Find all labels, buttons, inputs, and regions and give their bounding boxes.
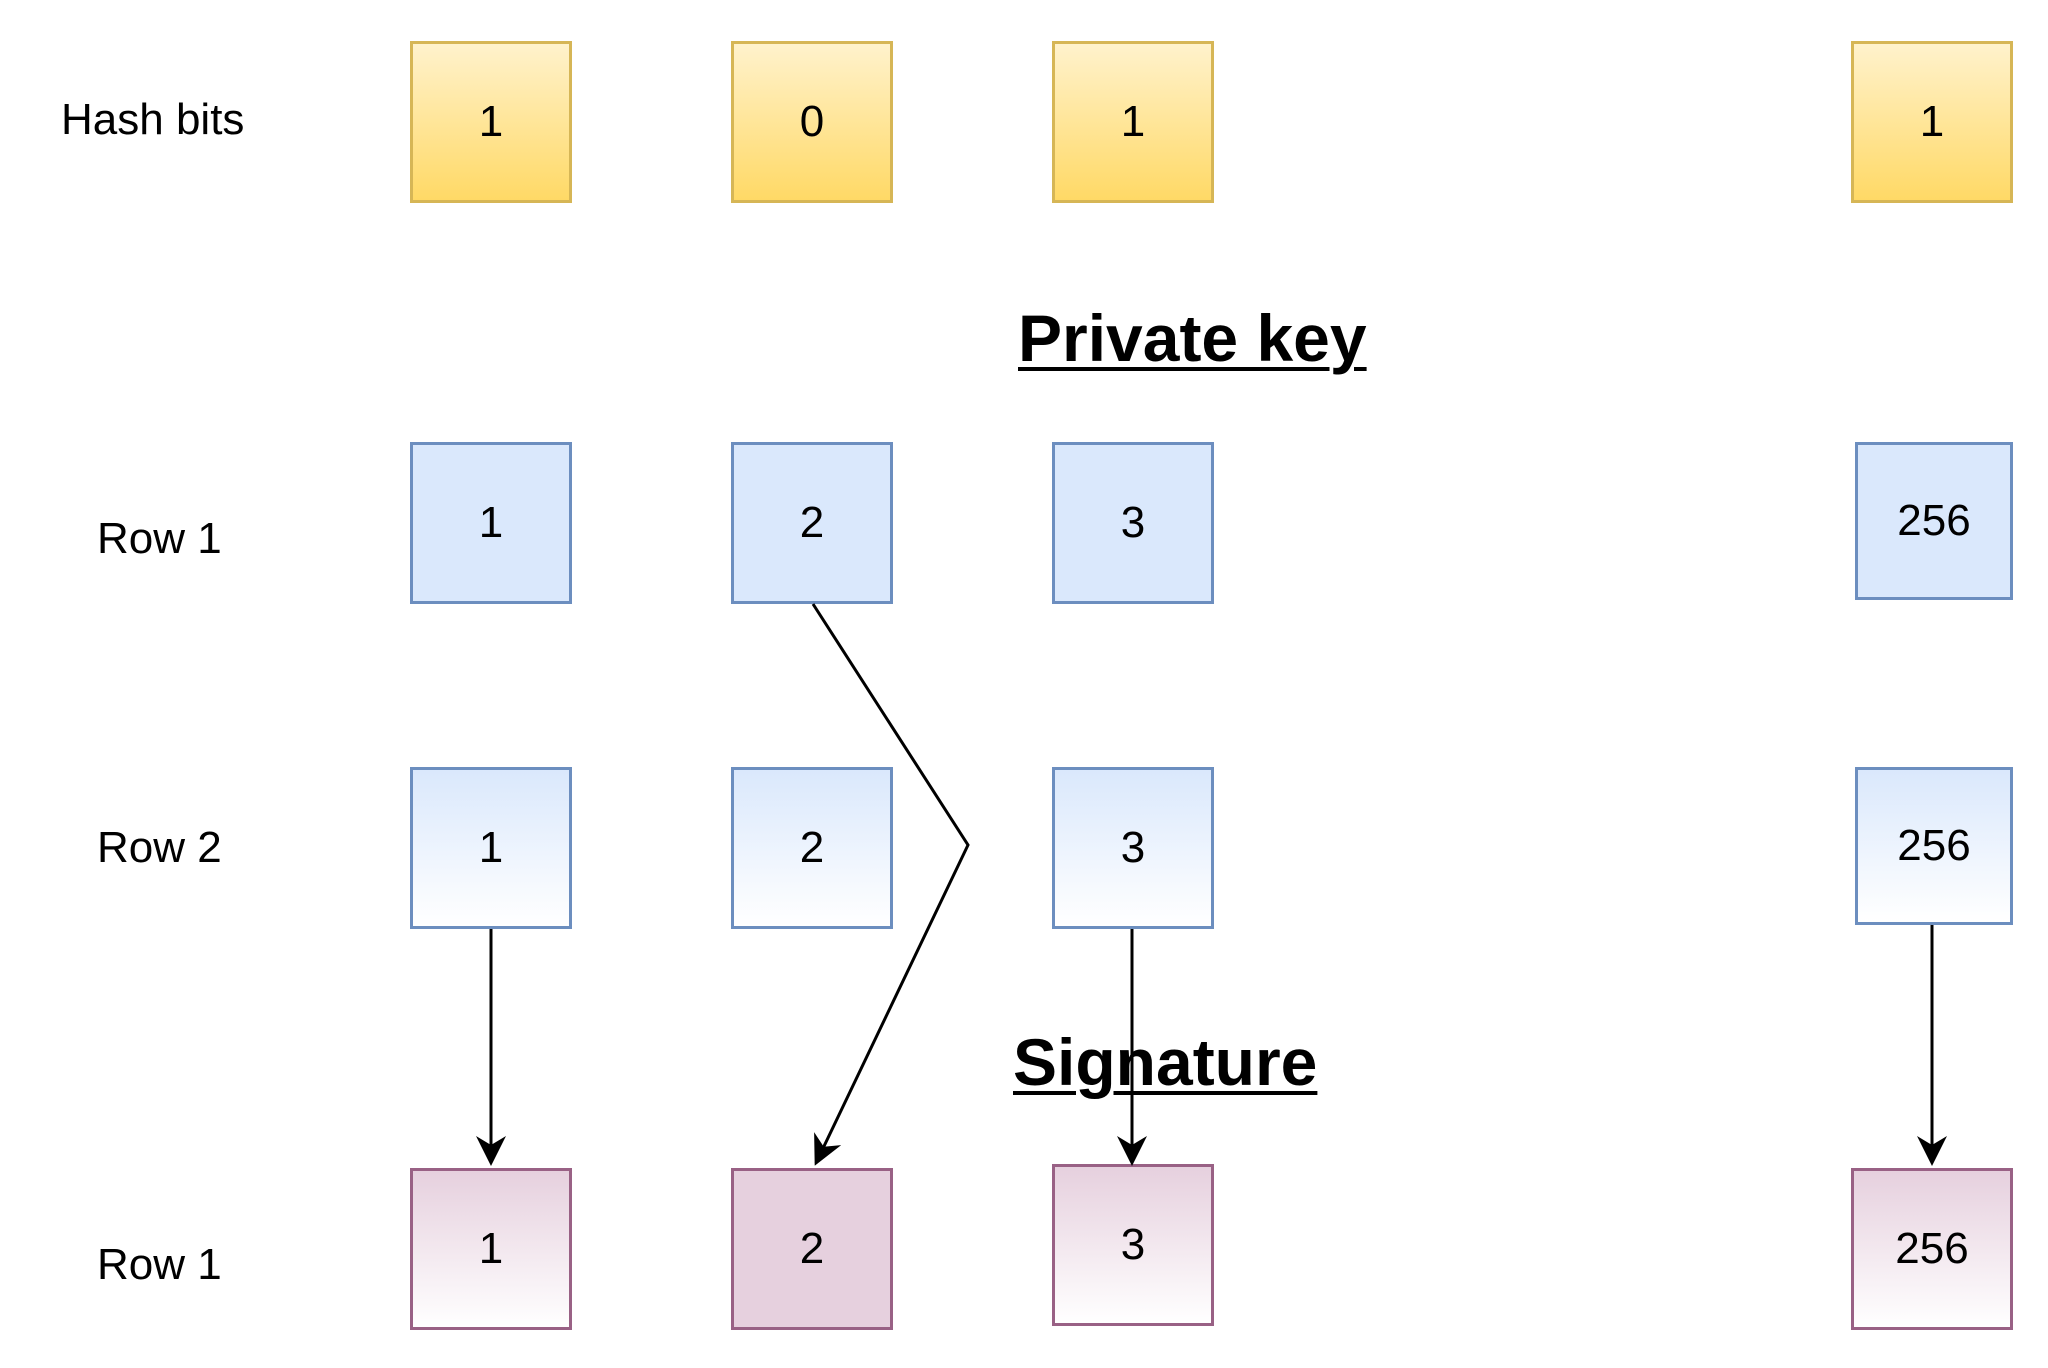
hash-bit-2: 0 [731,41,893,203]
private-key-row1-cell-3: 3 [1052,442,1214,604]
private-key-row2-cell-2: 2 [731,767,893,929]
signature-cell-256: 256 [1851,1168,2013,1330]
signature-heading: Signature [1013,1025,1318,1099]
private-key-row2-label: Row 2 [97,823,222,872]
signature-cell-2: 2 [731,1168,893,1330]
signature-row1-label: Row 1 [97,1240,222,1289]
signature-cell-3: 3 [1052,1164,1214,1326]
hash-bits-label: Hash bits [61,95,245,144]
private-key-heading: Private key [1018,301,1367,375]
arrow-row1-cell2-to-signature-2 [811,603,970,1166]
private-key-row1-cell-2: 2 [731,442,893,604]
hash-bit-256: 1 [1851,41,2013,203]
hash-bit-1: 1 [410,41,572,203]
private-key-row2-cell-256: 256 [1855,767,2013,925]
private-key-row2-cell-1: 1 [410,767,572,929]
private-key-row1-cell-256: 256 [1855,442,2013,600]
private-key-row1-cell-1: 1 [410,442,572,604]
signature-cell-1: 1 [410,1168,572,1330]
private-key-row2-cell-3: 3 [1052,767,1214,929]
hash-bit-3: 1 [1052,41,1214,203]
private-key-row1-label: Row 1 [97,514,222,563]
